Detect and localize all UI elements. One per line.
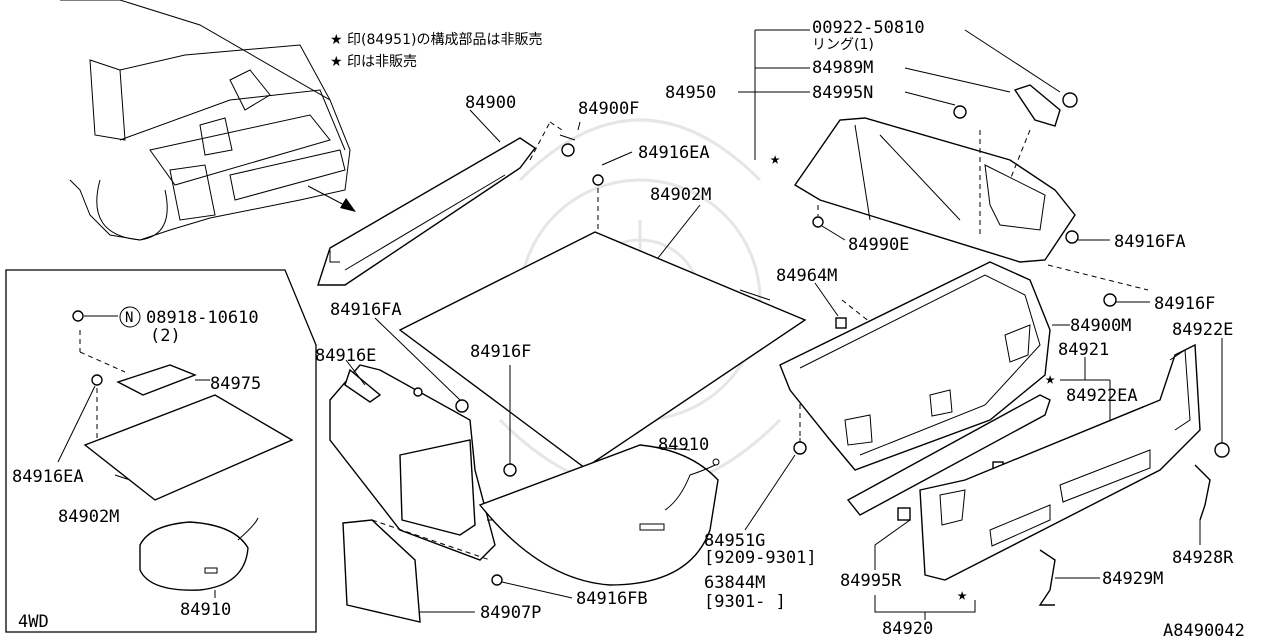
star-84950: ★ — [770, 149, 780, 169]
label-ring: リング(1) — [812, 37, 874, 53]
label-84990E: 84990E — [848, 235, 909, 255]
part-84900-board — [317, 109, 563, 286]
label-63844M: 63844M — [704, 573, 765, 593]
label-84922E: 84922E — [1172, 320, 1233, 340]
label-84921: 84921 — [1058, 340, 1109, 360]
label-84950: 84950 — [665, 83, 716, 103]
part-84995R-clip — [874, 507, 911, 570]
part-84916F-right — [1103, 293, 1150, 307]
label-84951G-range: [9209-9301] — [704, 548, 817, 568]
part-84916EA-fastener — [592, 151, 633, 232]
label-84964M: 84964M — [776, 266, 837, 286]
part-84916FB-clip — [491, 574, 573, 599]
inset-bolt-qty: (2) — [150, 326, 181, 346]
inset-bolt-code: N — [125, 310, 133, 326]
label-84928R: 84928R — [1172, 548, 1234, 568]
label-84916F-left: 84916F — [470, 342, 531, 362]
label-84916FA-right: 84916FA — [1114, 232, 1186, 252]
label-84916FA-left: 84916FA — [330, 300, 402, 320]
star-84921: ★ — [1045, 369, 1055, 389]
label-84995N: 84995N — [812, 83, 873, 103]
note-line-1: ★ 印(84951)の構成部品は非販売 — [330, 32, 542, 48]
part-84907P-panel — [342, 519, 491, 623]
label-84920: 84920 — [882, 619, 933, 638]
part-84922E-clip — [1214, 338, 1230, 458]
label-84995R: 84995R — [840, 571, 902, 591]
part-00922-ring — [964, 29, 1078, 108]
part-84990E-clip — [812, 205, 846, 241]
label-84916EA: 84916EA — [638, 143, 710, 163]
part-84995N-clip — [904, 91, 967, 119]
label-inset-84975: 84975 — [210, 374, 261, 394]
label-inset-84910: 84910 — [180, 600, 231, 620]
part-84902M-floor-mat — [398, 204, 807, 469]
star-84920: ★ — [957, 585, 967, 605]
label-84916FB: 84916FB — [576, 589, 648, 609]
label-84929M: 84929M — [1102, 569, 1163, 589]
part-84951G-clip — [744, 395, 807, 531]
part-84920-rear-finisher — [919, 343, 1201, 581]
label-84902M: 84902M — [650, 185, 711, 205]
part-84916F-left — [503, 365, 517, 477]
label-84916E: 84916E — [315, 346, 376, 366]
part-84910-cover — [478, 444, 720, 586]
label-84989M: 84989M — [812, 58, 873, 78]
inset-bolt-part: 08918-10610 — [146, 308, 259, 328]
label-84900F: 84900F — [578, 99, 639, 119]
label-84910: 84910 — [658, 435, 709, 455]
part-84950-lid-trim — [793, 117, 1076, 263]
label-84922EA: 84922EA — [1066, 386, 1138, 406]
label-84900: 84900 — [465, 93, 516, 113]
label-inset-84916EA: 84916EA — [12, 467, 84, 487]
callout-84920 — [874, 595, 976, 620]
label-84951G: 84951G — [704, 531, 765, 551]
inset-4wd: 4WD N 08918-10610 (2) 84975 84916EA 8490… — [5, 269, 317, 633]
label-00922-50810: 00922-50810 — [812, 18, 925, 38]
part-84900F-clip — [559, 121, 581, 157]
part-84916FA-right — [1047, 230, 1149, 291]
label-inset-84902M: 84902M — [58, 507, 119, 527]
vehicle-rear-illustration — [60, 0, 356, 241]
label-84900M: 84900M — [1070, 316, 1131, 336]
part-84916FA-left — [374, 317, 469, 413]
diagram-id: A8490042 — [1163, 621, 1245, 638]
inset-label: 4WD — [18, 612, 49, 632]
part-84900M-lid-finisher — [779, 261, 1070, 471]
label-63844M-range: [9301- ] — [704, 592, 786, 612]
label-84907P: 84907P — [480, 603, 541, 623]
label-84916F-right: 84916F — [1154, 294, 1215, 314]
part-84989M-bracket — [904, 67, 1061, 127]
note-line-2: ★ 印は非販売 — [330, 54, 417, 70]
part-84929M-hinge — [1038, 549, 1100, 606]
callout-84950-bracket — [738, 29, 810, 160]
part-84928R-bracket — [1194, 464, 1211, 545]
